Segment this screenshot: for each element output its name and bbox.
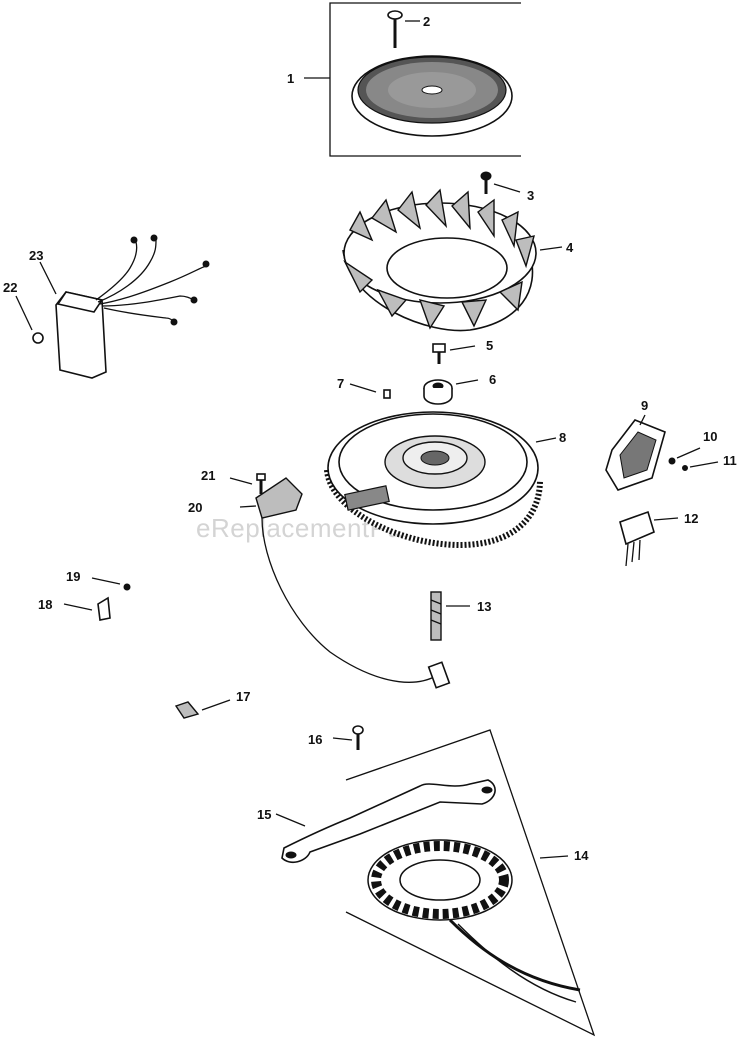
- part-19-nut[interactable]: [91, 577, 131, 591]
- callout-16: 16: [308, 732, 322, 747]
- callout-14: 14: [574, 848, 589, 863]
- callout-10: 10: [703, 429, 717, 444]
- part-16-screw[interactable]: [332, 725, 364, 750]
- callout-18: 18: [38, 597, 52, 612]
- part-13-stud[interactable]: [430, 591, 470, 641]
- callout-4: 4: [566, 240, 574, 255]
- callout-17: 17: [236, 689, 250, 704]
- part-6-washer[interactable]: [423, 379, 479, 405]
- part-17-clip[interactable]: [174, 699, 231, 719]
- callout-12: 12: [684, 511, 698, 526]
- part-14-stator[interactable]: [345, 729, 596, 1037]
- callout-9: 9: [641, 398, 648, 413]
- callout-3: 3: [527, 188, 534, 203]
- callout-15: 15: [257, 807, 271, 822]
- callout-8: 8: [559, 430, 566, 445]
- part-5-bolt[interactable]: [432, 343, 476, 364]
- part-20-ignition-module[interactable]: [239, 477, 451, 689]
- part-4-fan[interactable]: [342, 188, 563, 332]
- part-18-clip[interactable]: [63, 596, 111, 621]
- part-3-screw[interactable]: [480, 171, 521, 194]
- callout-19: 19: [66, 569, 80, 584]
- callout-7: 7: [337, 376, 344, 391]
- callout-1: 1: [287, 71, 294, 86]
- part-21-screw[interactable]: [229, 473, 266, 494]
- part-9-plate[interactable]: [605, 414, 666, 491]
- callout-2: 2: [423, 14, 430, 29]
- part-7-key[interactable]: [349, 383, 391, 399]
- part-8-flywheel[interactable]: [324, 411, 557, 549]
- callout-22: 22: [3, 280, 17, 295]
- part-12-rectifier[interactable]: [619, 510, 679, 567]
- callout-23: 23: [29, 248, 43, 263]
- callout-21: 21: [201, 468, 215, 483]
- callout-20: 20: [188, 500, 202, 515]
- part-11-washer[interactable]: [682, 461, 719, 471]
- callout-5: 5: [486, 338, 493, 353]
- callout-6: 6: [489, 372, 496, 387]
- part-23-regulator[interactable]: [39, 234, 210, 379]
- part-2-screw[interactable]: [387, 10, 420, 48]
- part-22-screw[interactable]: [15, 295, 44, 344]
- part-1-grass-screen[interactable]: [304, 2, 521, 157]
- part-10-nut[interactable]: [668, 447, 701, 465]
- part-15-bracket[interactable]: [275, 779, 496, 864]
- callout-11: 11: [723, 453, 737, 468]
- callout-13: 13: [477, 599, 491, 614]
